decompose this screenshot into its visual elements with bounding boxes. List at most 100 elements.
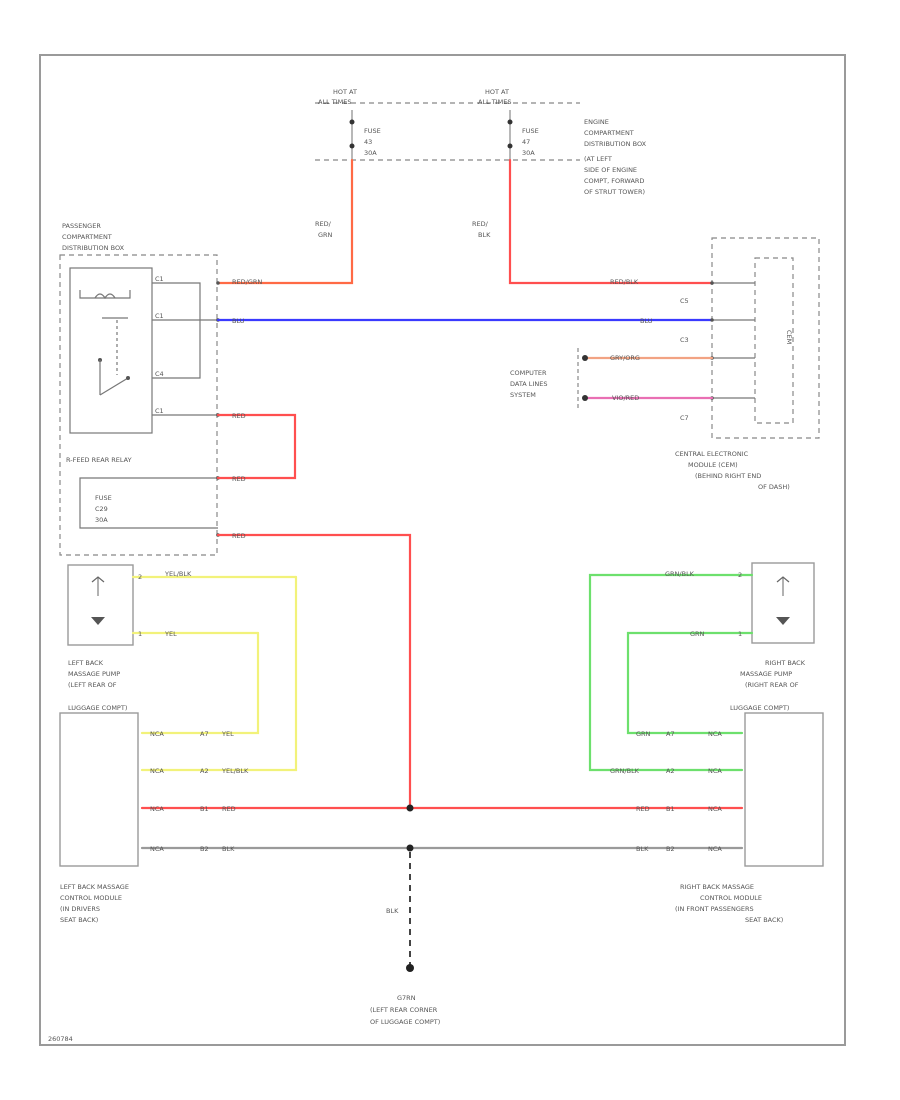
- right-pump-pin-1: 1: [738, 630, 742, 638]
- ground-label-3: OF LUGGAGE COMPT): [370, 1018, 440, 1026]
- right-pump-label-2: MASSAGE PUMP: [740, 670, 792, 678]
- data-line-terminal-1: [582, 355, 588, 361]
- left-module-row-4: NCA B2 BLK: [150, 845, 235, 853]
- cem-location-2: MODULE (CEM): [688, 461, 738, 469]
- right-pump-motor-icon: [776, 576, 790, 625]
- right-fuse-label-1: FUSE: [522, 127, 539, 135]
- fuse-c29-label-3: 30A: [95, 516, 108, 524]
- cem-location-1: CENTRAL ELECTRONIC: [675, 450, 749, 458]
- left-feed-wire-label-1: RED/: [315, 220, 332, 228]
- left-fuse-terminal-top: [349, 119, 355, 125]
- left-module-row-3: NCA B1 RED: [150, 805, 236, 813]
- left-pump-label-1: LEFT BACK: [68, 659, 104, 667]
- left-module-conn-2: NCA: [150, 767, 164, 775]
- ground-point-icon: [406, 964, 414, 972]
- right-feed-wire-label-1: RED/: [472, 220, 489, 228]
- right-module-label-1: RIGHT BACK MASSAGE: [680, 883, 754, 891]
- left-module-row-1: NCA A7 YEL: [150, 730, 234, 738]
- right-pump-label-3: (RIGHT REAR OF: [745, 681, 799, 689]
- wire-red-grn-feed: [216, 158, 354, 285]
- right-module-pin-3: B1: [666, 805, 675, 813]
- right-module-wire-1: GRN: [636, 730, 651, 738]
- left-module-label-1: LEFT BACK MASSAGE: [60, 883, 129, 891]
- fuse-c29-label-2: C29: [95, 505, 108, 513]
- cem-pin-c5: C5: [680, 297, 689, 305]
- relay-box: [69, 267, 153, 434]
- relay-switch-contact: [126, 376, 130, 380]
- data-lines-label-2: DATA LINES: [510, 380, 547, 388]
- left-module-box: [59, 712, 139, 867]
- left-fuse-label-1: FUSE: [364, 127, 381, 135]
- cem-wire-red-blk: RED/BLK: [610, 278, 639, 286]
- left-module-label-3: (IN DRIVERS: [60, 905, 100, 913]
- left-module-wire-1: YEL: [221, 730, 234, 738]
- cem-wire-vio-red: VIO/RED: [612, 394, 639, 402]
- left-pump-label-3: (LEFT REAR OF: [68, 681, 117, 689]
- ground-label-2: (LEFT REAR CORNER: [370, 1006, 438, 1014]
- right-fuse-label-3: 30A: [522, 149, 535, 157]
- cem-wire-blu: BLU: [640, 317, 653, 325]
- left-module-pin-1: A7: [200, 730, 209, 738]
- wire-red-main: [216, 533, 412, 810]
- cem-inner: [754, 257, 794, 424]
- cem-boundary: [711, 237, 820, 439]
- pcdb-pin-2: C1: [155, 312, 164, 320]
- right-fuse-terminal-bottom: [507, 143, 513, 149]
- left-fuse-label-2: 43: [364, 138, 372, 146]
- right-module-pin-2: A2: [666, 767, 675, 775]
- right-feed-wire-label-2: BLK: [478, 231, 491, 239]
- right-pump-label-1: RIGHT BACK: [765, 659, 806, 667]
- left-pump-label-4: LUGGAGE COMPT): [68, 704, 127, 712]
- cem-pin-c7: C7: [680, 414, 689, 422]
- right-pump-label-4: LUGGAGE COMPT): [730, 704, 789, 712]
- right-module-label-3: (IN FRONT PASSENGERS: [675, 905, 754, 913]
- left-pump-box: [67, 564, 134, 646]
- diagram-frame: [39, 54, 846, 1046]
- right-module-label-2: CONTROL MODULE: [700, 894, 762, 902]
- left-fuse-terminal-bottom: [349, 143, 355, 149]
- splice-red: [406, 804, 414, 812]
- left-module-wire-2: YEL/BLK: [221, 767, 249, 775]
- left-module-row-2: NCA A2 YEL/BLK: [150, 767, 249, 775]
- right-module-wire-3: RED: [636, 805, 650, 813]
- right-module-pin-4: B2: [666, 845, 675, 853]
- left-pump-pin-1: 1: [138, 630, 142, 638]
- pcdb-title-3: DISTRIBUTION BOX: [62, 244, 125, 252]
- cem-pin-c3: C3: [680, 336, 689, 344]
- wire-right-grn: [626, 631, 754, 735]
- left-module-conn-3: NCA: [150, 805, 164, 813]
- left-fuse-label-3: 30A: [364, 149, 377, 157]
- right-module-wire-4: BLK: [636, 845, 649, 853]
- pcdb-boundary: [59, 254, 218, 556]
- right-pump-wire-1: GRN/BLK: [665, 570, 695, 578]
- right-module-row-4: BLK B2 NCA: [636, 845, 722, 853]
- wire-red-relay-loop: [216, 413, 297, 480]
- right-module-label-4: SEAT BACK): [745, 916, 783, 924]
- engine-box-label-1: ENGINE: [584, 118, 609, 126]
- right-module-conn-1: NCA: [708, 730, 722, 738]
- right-module-wire-2: GRN/BLK: [610, 767, 640, 775]
- splice-blk: [406, 844, 414, 852]
- right-pump-box: [751, 562, 815, 644]
- engine-box-label-6: COMPT, FORWARD: [584, 177, 644, 185]
- right-module-row-3: RED B1 NCA: [636, 805, 722, 813]
- left-feed-wire-label-2: GRN: [318, 231, 333, 239]
- fuse-c29-loop: [79, 477, 218, 529]
- cem-label: CEM: [785, 330, 793, 344]
- relay-coil-frame: [79, 290, 131, 299]
- cem-location-3: (BEHIND RIGHT END: [695, 472, 761, 480]
- left-module-label-4: SEAT BACK): [60, 916, 98, 924]
- wire-red-blk-feed: [508, 158, 714, 285]
- pcdb-pin-1: C1: [155, 275, 164, 283]
- engine-box-label-5: SIDE OF ENGINE: [584, 166, 637, 174]
- wire-label-red-2: RED: [232, 475, 246, 483]
- left-pump-label-2: MASSAGE PUMP: [68, 670, 120, 678]
- wire-left-yel: [140, 631, 260, 735]
- wire-right-grn-blk: [588, 573, 754, 772]
- wire-label-red-3: RED: [232, 532, 246, 540]
- relay-switch-blade: [99, 377, 129, 396]
- wire-label-red-grn: RED/GRN: [232, 278, 262, 286]
- relay-coil-icon: [94, 293, 116, 300]
- right-module-conn-2: NCA: [708, 767, 722, 775]
